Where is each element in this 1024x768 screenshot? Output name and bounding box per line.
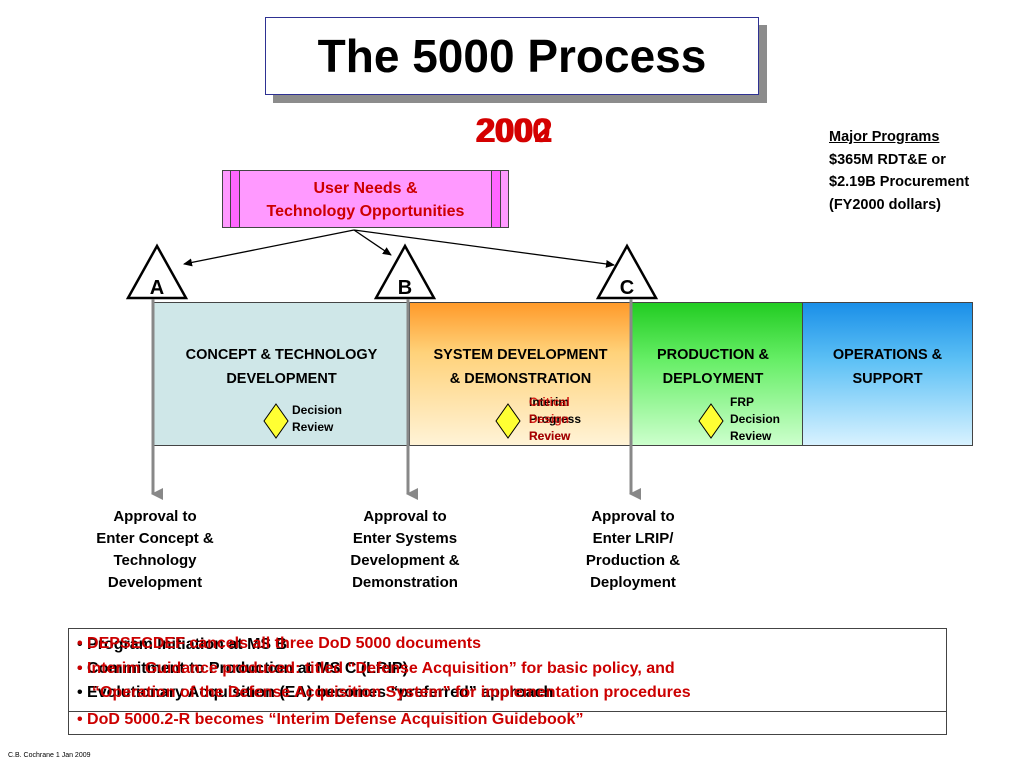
decision-review-diamond (263, 403, 289, 439)
interim-progress-review-diamond (495, 403, 521, 439)
note-red-line: • Interim Guidance produced: titled “Def… (77, 660, 675, 677)
phase-label-line: CONCEPT & TECHNOLOGY (185, 347, 378, 363)
user-needs-line: User Needs & (313, 180, 418, 197)
milestone-b-triangle (373, 243, 437, 300)
phase-label-line: & DEMONSTRATION (449, 371, 592, 387)
milestone-a-triangle (125, 243, 189, 300)
approval-line: Enter Concept & (96, 530, 214, 547)
year-label-2000: 2000 (475, 112, 551, 150)
frp-decision-review-label: FRP Decision Review (730, 394, 780, 445)
decision-review-line: Decision (730, 412, 781, 426)
phase-label-line: SUPPORT (852, 371, 923, 387)
phase-label-line: OPERATIONS & (832, 347, 943, 363)
phase-label-line: PRODUCTION & (657, 347, 769, 363)
note-red-line: “Operation of the Defense Acquisition Sy… (92, 684, 691, 701)
footer-credit: C.B. Cochrane 1 Jan 2009 (8, 752, 91, 759)
decision-review-label: Decision Review (292, 402, 342, 436)
major-programs-line: $2.19B Procurement (829, 174, 970, 190)
decision-review-line: Interim (529, 395, 570, 409)
note-black-line: • Program Initiation at MS B (77, 636, 288, 653)
needs-arrow-to-a (183, 229, 355, 267)
approval-line: Demonstration (352, 574, 458, 591)
note-red-line: • DoD 5000.2-R becomes “Interim Defense … (77, 711, 584, 728)
milestone-c-label: C (620, 277, 634, 299)
note-black-line: • Evolutionary Acquisition (EA) becomes … (77, 684, 554, 701)
frp-decision-review-diamond (698, 403, 724, 439)
critical-design-review-label: Critical Design Review (529, 394, 570, 445)
decision-review-line: Critical (529, 395, 570, 409)
approval-systems-development: Approval to Enter Systems Development & … (315, 506, 495, 594)
decision-review-line: FRP (730, 395, 754, 409)
major-programs-line: (FY2000 dollars) (829, 196, 942, 213)
year-label-2002: 2002 (477, 112, 553, 150)
approval-line: Approval to (113, 508, 197, 525)
approval-concept-technology: Approval to Enter Concept & Technology D… (65, 506, 245, 594)
phase-label-line: SYSTEM DEVELOPMENT (433, 347, 608, 363)
phase-system-development: SYSTEM DEVELOPMENT & DEMONSTRATION (409, 302, 632, 446)
approval-line: Approval to (363, 508, 447, 525)
approval-line: Deployment (590, 574, 676, 591)
user-needs-side-bar (491, 171, 501, 227)
milestone-c-triangle (595, 243, 659, 300)
approval-line: Approval to (591, 508, 675, 525)
user-needs-line: Technology Opportunities (266, 203, 465, 220)
phase-label-line: DEPLOYMENT (662, 371, 764, 387)
milestone-a-label: A (150, 277, 164, 299)
decision-review-line: Design (529, 412, 570, 426)
approval-line: Technology (113, 552, 197, 569)
phase-operations-support: OPERATIONS & SUPPORT (802, 302, 973, 446)
major-programs-line: $365M RDT&E or (829, 151, 946, 168)
user-needs-box: User Needs & Technology Opportunities (222, 170, 509, 228)
decision-review-line: Decision (292, 403, 343, 417)
page-title: The 5000 Process (265, 17, 759, 95)
decision-review-line: Review (730, 429, 772, 443)
milestone-b-label: B (398, 277, 412, 299)
approval-lrip-production: Approval to Enter LRIP/ Production & Dep… (543, 506, 723, 594)
approval-line: Production & (585, 552, 681, 569)
interim-progress-review-label: Interim Progress Review (529, 394, 581, 445)
decision-review-line: Progress (529, 412, 582, 426)
decision-review-line: Review (292, 420, 334, 434)
major-programs-note: Major Programs $365M RDT&E or $2.19B Pro… (829, 126, 969, 216)
note-black-line: • Commitment to Production at MS C (LRIP… (77, 660, 408, 677)
decision-review-line: Review (529, 429, 571, 443)
note-red-line: • DEPSECDEF cancels all three DoD 5000 d… (77, 635, 481, 652)
approval-line: Enter LRIP/ (592, 530, 674, 547)
decision-review-line: Review (529, 429, 571, 443)
notes-box: • Program Initiation at MS B • Commitmen… (68, 628, 947, 735)
phase-label-line: DEVELOPMENT (226, 371, 337, 387)
user-needs-side-bar (230, 171, 240, 227)
approval-line: Development (107, 574, 203, 591)
notes-divider (69, 711, 946, 712)
major-programs-heading: Major Programs (829, 129, 940, 145)
approval-line: Development & (350, 552, 460, 569)
needs-arrow-to-c (353, 229, 615, 268)
needs-arrow-to-b (353, 229, 392, 256)
approval-line: Enter Systems (352, 530, 458, 547)
